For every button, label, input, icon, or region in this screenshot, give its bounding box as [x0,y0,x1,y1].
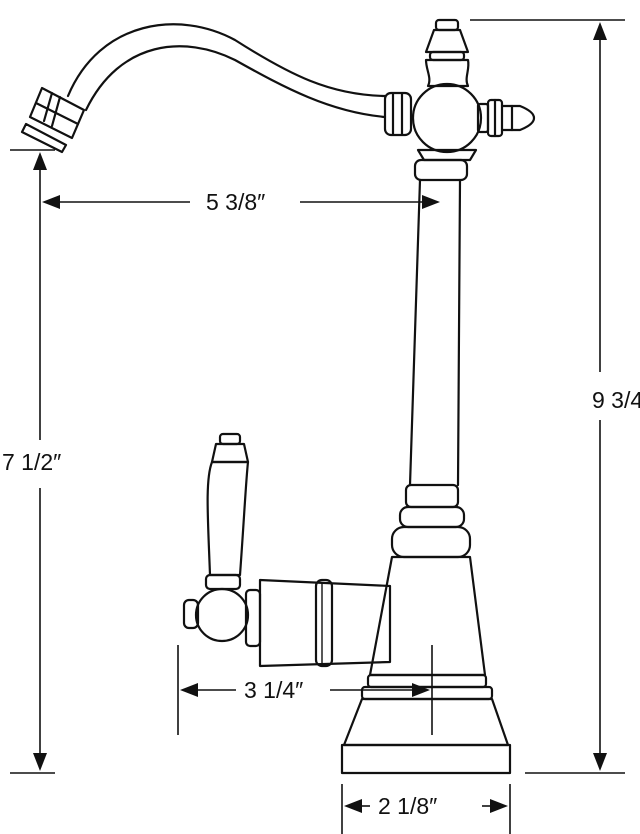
base-collars [390,483,472,559]
dimension-spout-height: 7 1/2″ [2,149,61,774]
handle-reach-label: 3 1/4″ [244,677,303,703]
overall-height-label: 9 3/4″ [592,387,640,413]
neck-collar [413,148,478,182]
tapered-body [340,555,512,775]
spout-reach-label: 5 3/8″ [206,189,265,215]
top-finial [424,18,470,88]
handle-lever [182,432,262,648]
spout-height-label: 7 1/2″ [2,449,61,475]
faucet-illustration [20,18,536,775]
hub-ball [411,82,536,154]
dimension-spout-reach: 5 3/8″ [42,189,440,215]
column [408,178,462,487]
dimension-base-width: 2 1/8″ [341,784,511,834]
base-width-label: 2 1/8″ [378,793,437,819]
dimension-overall-height: 9 3/4″ [470,19,640,774]
spout [20,23,413,154]
spout-tip [20,86,86,154]
handle-housing [258,578,392,668]
dimension-handle-reach: 3 1/4″ [177,645,433,735]
